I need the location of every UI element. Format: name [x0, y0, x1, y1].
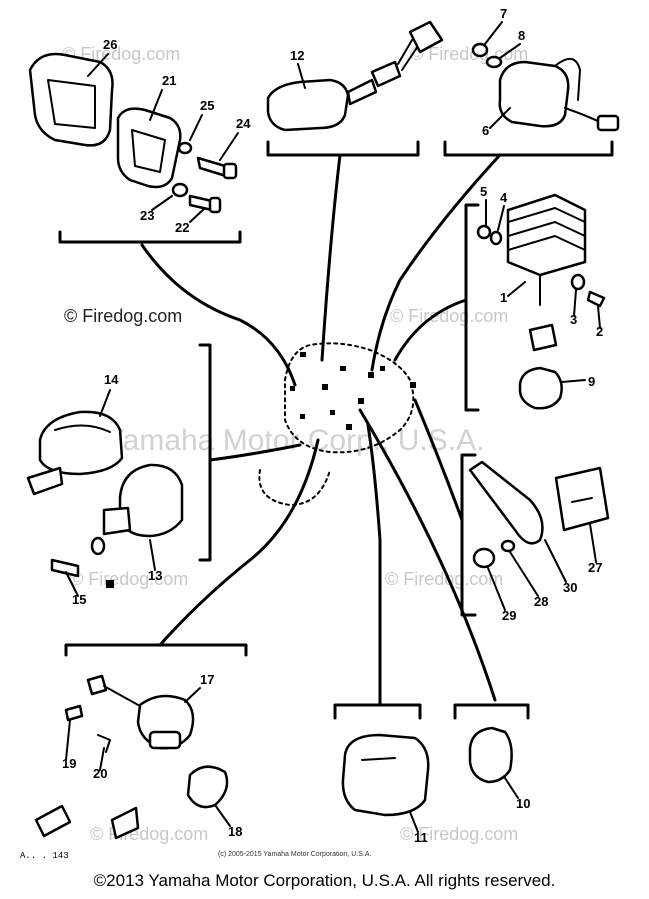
callout-27: 27: [588, 560, 602, 575]
watermark-yamaha: © Yamaha Motor Corp., U.S.A.: [75, 424, 484, 457]
callouts: 26 21 25 24 23 22 12 7 8 6 5 4 1 3 2 9 1…: [62, 6, 603, 845]
clip-19: [64, 704, 84, 722]
watermark-right: © Firedog.com: [390, 306, 508, 326]
central-hub: [258, 342, 416, 506]
lamp-cover: [28, 52, 114, 147]
callout-20: 20: [93, 766, 107, 781]
fine-print: (c) 2005-2015 Yamaha Motor Corporation, …: [218, 851, 371, 858]
watermark-mid-right: © Firedog.com: [385, 569, 503, 589]
callout-23: 23: [140, 208, 154, 223]
washer-29: [472, 547, 496, 569]
unit-11: [341, 733, 430, 817]
rectifier-group: [476, 193, 606, 410]
rectifier-connector: [528, 323, 558, 352]
lamp-cover-group: [28, 52, 238, 214]
callout-24: 24: [236, 116, 251, 131]
relay-group: [471, 42, 620, 132]
callout-26: 26: [103, 37, 117, 52]
cap-9: [518, 366, 563, 410]
switch-group: [266, 20, 444, 132]
callout-17: 17: [200, 672, 214, 687]
rectifier-body: [506, 193, 587, 277]
watermark-firedog: © Firedog.com: [64, 306, 182, 326]
nut-28: [500, 539, 516, 553]
watermark-mid-left: © Firedog.com: [70, 569, 188, 589]
washer-23: [171, 182, 189, 198]
screw-22: [188, 194, 214, 212]
nut-5: [476, 224, 492, 240]
unit-10: [468, 726, 513, 784]
switch-connector: [408, 20, 444, 54]
callout-10: 10: [516, 796, 530, 811]
relay-connector: [596, 114, 620, 132]
watermark-bottom-right: © Firedog.com: [400, 824, 518, 844]
callout-9: 9: [588, 374, 595, 389]
callout-15: 15: [72, 592, 86, 607]
gasket-18: [186, 765, 229, 809]
horn-cover-14: [38, 410, 124, 476]
bracket-group: [468, 460, 610, 569]
diagram-code: A.. . 143: [20, 851, 69, 861]
bracket-30: [468, 460, 544, 545]
callout-3: 3: [570, 312, 577, 327]
washer-3: [570, 273, 586, 291]
callout-2: 2: [596, 324, 603, 339]
lamp-lens: [116, 107, 182, 189]
callout-8: 8: [518, 28, 525, 43]
nut-7: [471, 42, 489, 58]
callout-13: 13: [148, 568, 162, 583]
tag-lower: [34, 804, 72, 838]
callout-1: 1: [500, 290, 507, 305]
bolt-2: [586, 290, 606, 308]
washer-8: [485, 55, 503, 69]
connector-terminal: [86, 674, 108, 696]
washer-25: [177, 141, 193, 155]
callout-5: 5: [480, 184, 487, 199]
wiring-lines: [140, 153, 502, 707]
callout-29: 29: [502, 608, 516, 623]
callout-19: 19: [62, 756, 76, 771]
copyright-notice: ©2013 Yamaha Motor Corporation, U.S.A. A…: [93, 871, 556, 890]
sender-group: [34, 674, 229, 840]
switch-body: [266, 78, 350, 132]
callout-11: 11: [414, 830, 428, 845]
nut-15: [90, 536, 106, 556]
horn-group: [26, 410, 184, 588]
callout-4: 4: [500, 190, 508, 205]
callout-22: 22: [175, 220, 189, 235]
leader-lines: [65, 21, 601, 833]
horn-13: [118, 463, 184, 538]
callout-6: 6: [482, 123, 489, 138]
watermark-bottom-left: © Firedog.com: [90, 824, 208, 844]
callout-12: 12: [290, 48, 304, 63]
washer-4: [489, 230, 503, 246]
callout-30: 30: [563, 580, 577, 595]
callout-18: 18: [228, 824, 242, 839]
screw-24: [196, 156, 228, 178]
callout-28: 28: [534, 594, 548, 609]
relay-body: [498, 60, 570, 128]
bolt-15: [50, 558, 80, 578]
callout-7: 7: [500, 6, 507, 21]
group-brackets: [58, 140, 614, 720]
callout-14: 14: [104, 372, 119, 387]
watermark-top-left: © Firedog.com: [62, 44, 180, 64]
callout-21: 21: [162, 73, 176, 88]
callout-25: 25: [200, 98, 214, 113]
